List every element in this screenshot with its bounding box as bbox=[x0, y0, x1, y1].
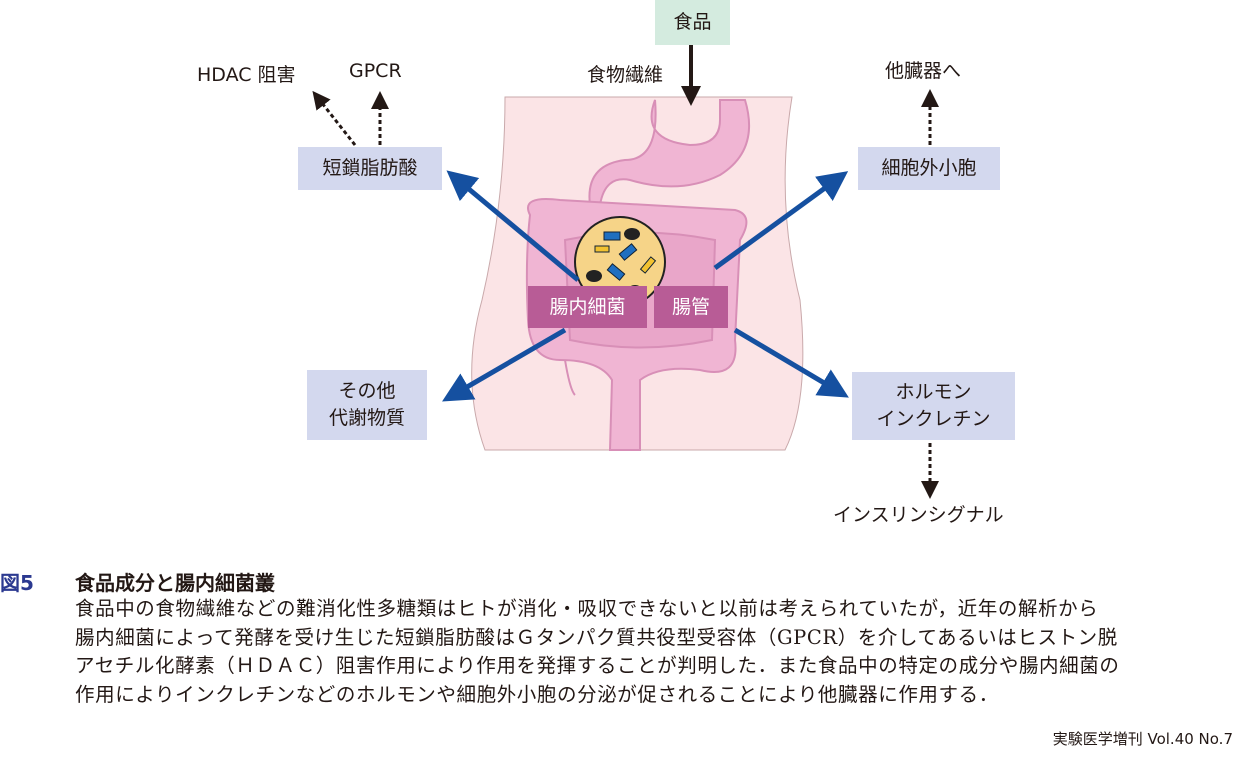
hormone-line2: インクレチン bbox=[876, 408, 991, 430]
other-organs-label: 他臓器へ bbox=[885, 60, 962, 82]
arrow-to-scfa bbox=[446, 170, 580, 282]
scfa-box: 短鎖脂肪酸 bbox=[298, 147, 442, 190]
bacteria bbox=[586, 228, 657, 295]
blue-arrows bbox=[442, 170, 849, 402]
caption-line: 作用によりインクレチンなどのホルモンや細胞外小胞の分泌が促されることにより他臓器… bbox=[75, 682, 999, 706]
caption-line: 食品中の食物繊維などの難消化性多糖類はヒトが消化・吸収できないと以前は考えられて… bbox=[75, 597, 1099, 620]
caption-line: アセチル化酵素（ＨＤＡＣ）阻害作用により作用を発揮することが判明した．また食品中… bbox=[75, 654, 1120, 677]
bacterium-cocci bbox=[624, 228, 640, 240]
hormone-box: ホルモン インクレチン bbox=[852, 372, 1015, 440]
insulin-signal-label: インスリンシグナル bbox=[833, 504, 1004, 526]
other-metabolites-line2: 代謝物質 bbox=[328, 407, 405, 429]
dietary-fiber-label: 食物繊維 bbox=[587, 64, 664, 86]
bacterium-rod bbox=[606, 263, 626, 281]
gut-bacteria-box: 腸内細菌 bbox=[528, 286, 647, 328]
gpcr-label: GPCR bbox=[349, 60, 402, 82]
other-metabolites-line1: その他 bbox=[338, 380, 396, 402]
stomach bbox=[588, 99, 751, 206]
intestine-box: 腸管 bbox=[654, 286, 728, 328]
arrow-to-metabolites bbox=[442, 327, 567, 402]
appendix bbox=[564, 359, 576, 396]
caption-line: 腸内細菌によって発酵を受け生じた短鎖脂肪酸はＧタンパク質共役型受容体（GPCR）… bbox=[75, 625, 1118, 649]
other-metabolites-box: その他 代謝物質 bbox=[307, 370, 427, 440]
arrow-to-hormone bbox=[733, 327, 849, 398]
caption-title: 食品成分と腸内細菌叢 bbox=[75, 571, 275, 595]
hormone-line1: ホルモン bbox=[895, 381, 972, 403]
arrow-to-hdac bbox=[312, 90, 357, 146]
arrow-to-vesicles bbox=[713, 171, 849, 271]
hdac-label: HDAC 阻害 bbox=[197, 64, 296, 86]
source-footer: 実験医学増刊 Vol.40 No.7 bbox=[1052, 730, 1233, 748]
extracellular-vesicles-box: 細胞外小胞 bbox=[858, 147, 1000, 190]
caption-body: 食品中の食物繊維などの難消化性多糖類はヒトが消化・吸収できないと以前は考えられて… bbox=[75, 595, 1119, 709]
bacterium-rod bbox=[603, 231, 621, 241]
bacterium-cocci bbox=[586, 270, 602, 282]
bacterium-rod bbox=[618, 243, 638, 261]
figure-label: 図5 bbox=[0, 571, 34, 595]
dotted-arrows bbox=[312, 89, 939, 499]
food-box: 食品 bbox=[655, 0, 730, 45]
bacterium-rod bbox=[594, 245, 610, 253]
diagram-graphics bbox=[312, 45, 939, 499]
bacterium-rod bbox=[639, 256, 657, 274]
